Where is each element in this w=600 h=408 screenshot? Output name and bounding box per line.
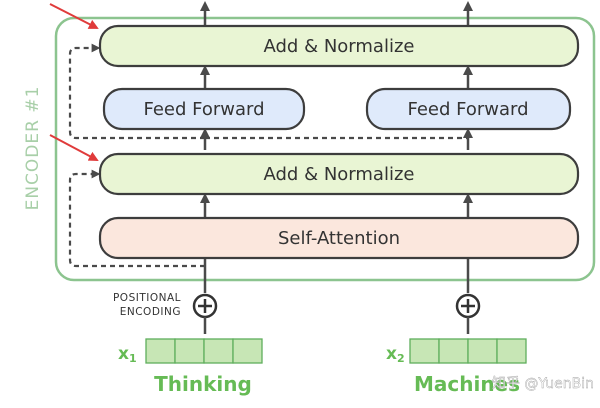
- input-word-machines: Machines: [414, 372, 520, 396]
- positional-encoding-line2: ENCODING: [120, 306, 181, 318]
- add-normalize-top-box: [98, 24, 580, 68]
- feed-forward-left-label: Feed Forward: [143, 99, 264, 120]
- embedding-cell: [145, 338, 176, 364]
- encoder-container: [54, 16, 596, 282]
- self-attention-label: Self-Attention: [278, 228, 400, 249]
- plus-circle-icon: [192, 293, 218, 319]
- add-normalize-top-label: Add & Normalize: [264, 36, 415, 57]
- feed-forward-left-box: [102, 87, 306, 131]
- add-normalize-bottom-box: [98, 152, 580, 196]
- encoder-title: ENCODER #1: [23, 86, 43, 211]
- residual-connections: [68, 43, 468, 268]
- embedding-cell: [409, 338, 440, 364]
- add-normalize-bottom-label: Add & Normalize: [264, 164, 415, 185]
- input-label-x2: x2: [386, 344, 405, 365]
- red-arrow-middle: [49, 134, 99, 161]
- embedding-cell: [203, 338, 234, 364]
- positional-encoding-line1: POSITIONAL: [113, 292, 181, 304]
- embedding-cell: [232, 338, 263, 364]
- red-annotation-arrows: [49, 3, 99, 161]
- feed-forward-right-label: Feed Forward: [407, 99, 528, 120]
- embedding-cell: [496, 338, 527, 364]
- embedding-cell: [438, 338, 469, 364]
- input-vector-2: x2 Machines: [386, 338, 527, 396]
- embedding-cell: [467, 338, 498, 364]
- watermark: 知乎 @YuenBin: [492, 375, 594, 392]
- input-label-x1: x1: [118, 344, 137, 365]
- feed-forward-right-box: [365, 87, 572, 131]
- self-attention-box: [98, 216, 580, 260]
- embedding-cell: [174, 338, 205, 364]
- residual-path-bottom: [68, 169, 205, 268]
- input-word-thinking: Thinking: [154, 372, 252, 396]
- plus-circle-icon: [455, 293, 481, 319]
- input-vector-1: x1 Thinking: [118, 338, 263, 396]
- red-arrow-top: [49, 3, 99, 29]
